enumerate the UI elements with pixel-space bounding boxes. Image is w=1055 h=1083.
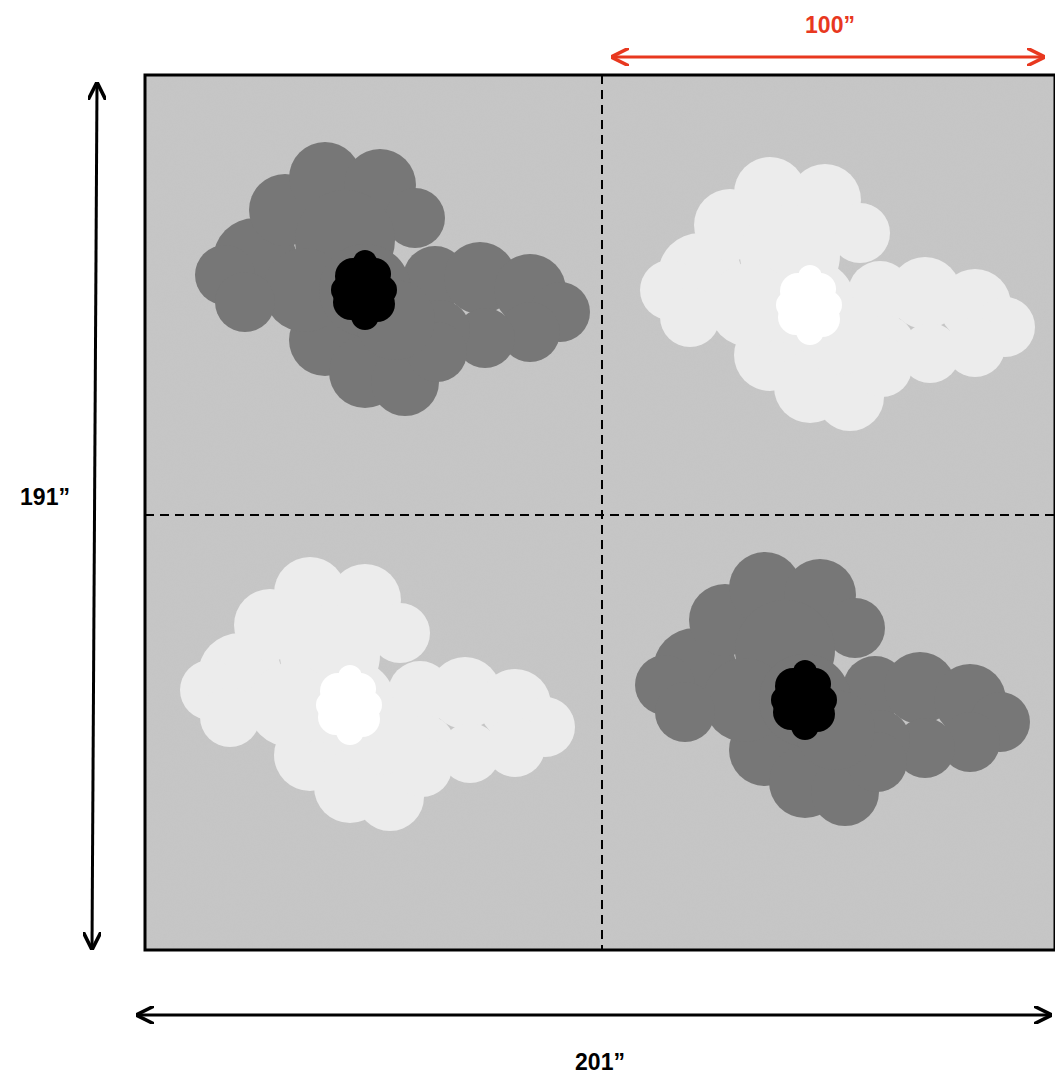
divider-line (145, 514, 1055, 516)
dimension-arrow (138, 1014, 1050, 1017)
field-border (145, 75, 1055, 950)
divider-line (601, 75, 603, 950)
cloud-shape (195, 142, 590, 416)
cloud-core (331, 276, 359, 304)
cloud-core (336, 717, 364, 745)
cloud-core (776, 291, 804, 319)
cloud-shape (180, 557, 575, 831)
cloud-core (354, 691, 382, 719)
dimension-arrow (613, 56, 1043, 59)
dimension-label: 100” (805, 12, 855, 39)
cloud-core (316, 691, 344, 719)
cloud-core (353, 250, 377, 274)
cloud-core (793, 660, 817, 684)
cloud-core (814, 291, 842, 319)
cloud-core (796, 317, 824, 345)
ground-field (145, 75, 1055, 950)
cloud-core (351, 302, 379, 330)
dimension-label: 201” (575, 1049, 625, 1076)
cloud-core (791, 712, 819, 740)
cloud-lobe (655, 682, 715, 742)
dimension-arrow (92, 84, 97, 948)
ground-texture (145, 75, 1055, 950)
cloud-lobe (200, 687, 260, 747)
cloud-lobe (660, 287, 720, 347)
cloud-core (338, 665, 362, 689)
cloud-lobe (215, 272, 275, 332)
dimension-label: 191” (20, 484, 70, 511)
cloud-shape (635, 552, 1030, 826)
cloud-core (369, 276, 397, 304)
cloud-core (771, 686, 799, 714)
cloud-core (798, 265, 822, 289)
cloud-shape (640, 157, 1035, 431)
cloud-core (809, 686, 837, 714)
